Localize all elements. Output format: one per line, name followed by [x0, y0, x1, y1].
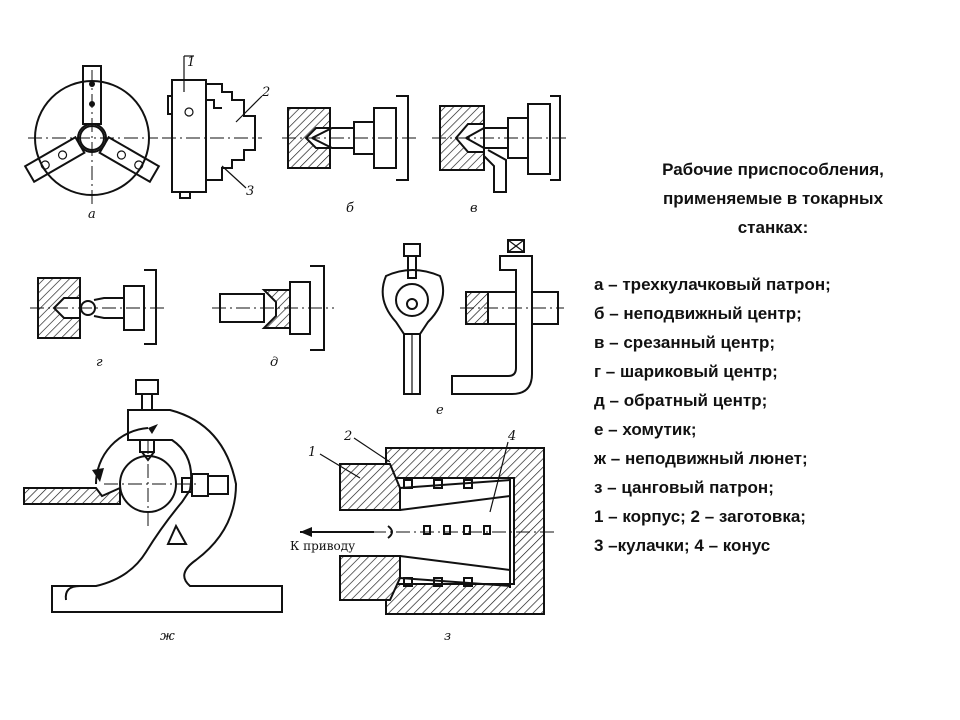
fig-z-collet-chuck: К приводу 1 2 4 з [290, 429, 556, 644]
fig-b-label: б [346, 201, 354, 216]
slide-title: Рабочие приспособления, применяемые в то… [612, 155, 934, 242]
fig-z-num-2: 2 [343, 429, 352, 444]
legend-item: в – срезанный центр; [594, 333, 776, 352]
fig-e-label: е [436, 403, 444, 418]
fig-a-num-2: 2 [261, 85, 270, 100]
legend-item: г – шариковый центр; [594, 362, 778, 381]
title-line: применяемые в токарных [662, 189, 884, 208]
legend-item: а – трехкулачковый патрон; [594, 275, 831, 294]
fig-a-label: а [88, 207, 96, 222]
legend-list: а – трехкулачковый патрон; б – неподвижн… [594, 270, 831, 560]
legend-item: з – цанговый патрон; [594, 478, 774, 497]
fig-zh-steady-rest: ж [23, 379, 283, 644]
fig-z-label: з [444, 629, 451, 644]
fig-a-three-jaw-chuck: а 1 2 3 [23, 55, 270, 222]
legend-item: 1 – корпус; 2 – заготовка; [594, 507, 806, 526]
title-line: Рабочие приспособления, [662, 160, 884, 179]
fig-a-num-3: 3 [246, 184, 254, 199]
fig-a-num-1: 1 [187, 55, 195, 70]
legend-item: 3 –кулачки; 4 – конус [594, 536, 771, 555]
title-line: станках: [737, 218, 809, 237]
legend-item: б – неподвижный центр; [594, 304, 802, 323]
fig-z-num-1: 1 [308, 445, 316, 460]
fig-e-lathe-dog: е [381, 239, 564, 418]
legend-item: д – обратный центр; [594, 391, 768, 410]
fig-g-ball-center: г [30, 269, 164, 370]
fig-g-label: г [96, 355, 103, 370]
fig-v-cut-center: в [432, 95, 570, 216]
fig-zh-label: ж [160, 629, 175, 644]
fig-d-reverse-center: д [212, 265, 334, 370]
drive-label: К приводу [290, 539, 355, 553]
fig-b-fixed-center: б [282, 95, 418, 216]
legend-item: ж – неподвижный люнет; [594, 449, 808, 468]
fig-d-label: д [270, 355, 278, 370]
legend-item: е – хомутик; [594, 420, 697, 439]
fig-z-num-4: 4 [507, 429, 516, 444]
fig-v-label: в [470, 201, 478, 216]
